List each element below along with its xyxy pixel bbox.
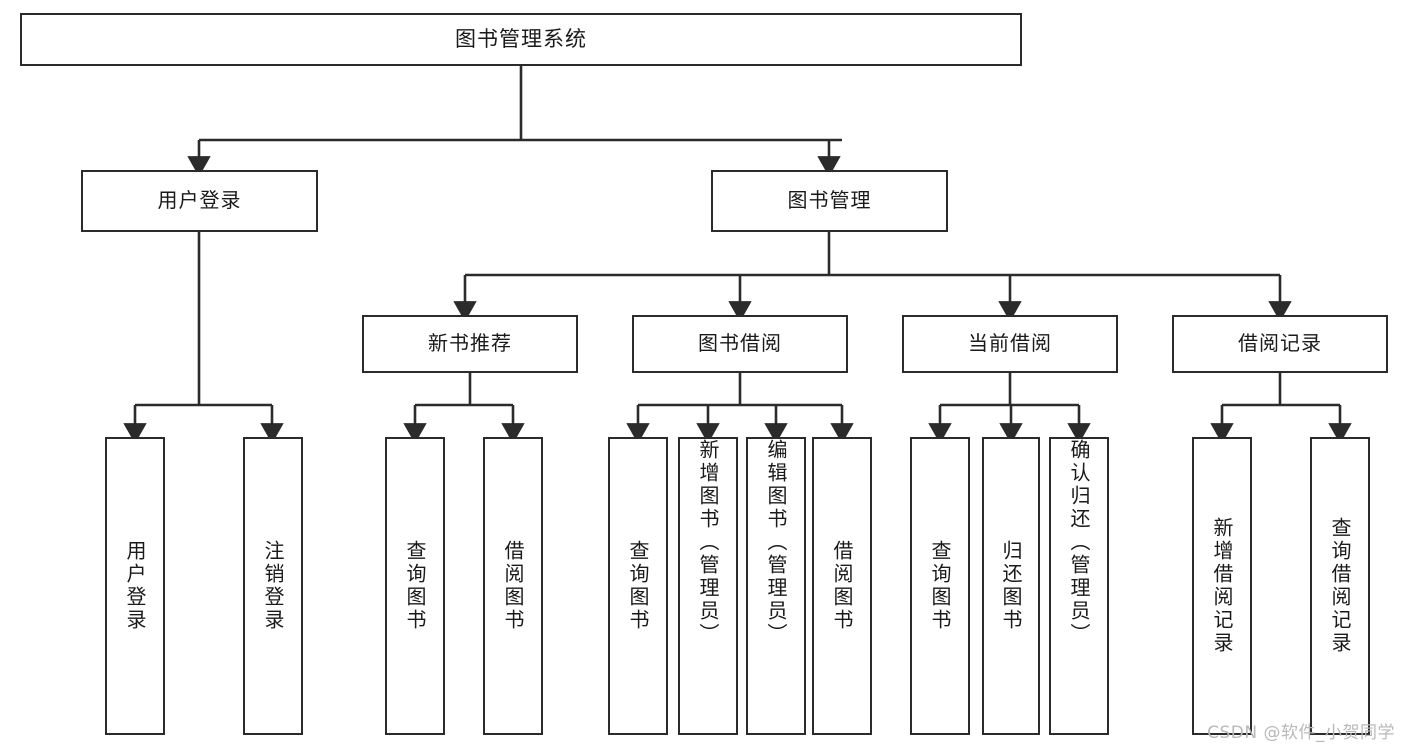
leaf-borrow-add-book-admin[interactable]: 新增图书（管理员） (678, 437, 738, 735)
leaf-logout[interactable]: 注销登录 (243, 437, 303, 735)
node-book-management-label: 图书管理 (787, 188, 872, 213)
node-book-management[interactable]: 图书管理 (711, 170, 948, 232)
leaf-user-login[interactable]: 用户登录 (105, 437, 165, 735)
leaf-newbook-borrow-book[interactable]: 借阅图书 (483, 437, 543, 735)
leaf-borrow-borrow-book[interactable]: 借阅图书 (812, 437, 872, 735)
leaf-newbook-query-book[interactable]: 查询图书 (385, 437, 445, 735)
watermark: CSDN @软件_小贺同学 (1207, 723, 1395, 743)
node-borrow-record[interactable]: 借阅记录 (1172, 315, 1388, 373)
node-book-borrow-label: 图书借阅 (698, 331, 782, 356)
node-user-login-label: 用户登录 (157, 188, 242, 213)
node-user-login[interactable]: 用户登录 (81, 170, 318, 232)
leaf-current-query-book-label: 查询图书 (928, 540, 952, 632)
node-current-borrow[interactable]: 当前借阅 (902, 315, 1118, 373)
node-new-book-recommend[interactable]: 新书推荐 (362, 315, 578, 373)
leaf-borrow-borrow-book-label: 借阅图书 (830, 540, 854, 632)
leaf-borrow-query-book[interactable]: 查询图书 (608, 437, 668, 735)
leaf-user-login-label: 用户登录 (123, 540, 147, 632)
leaf-borrow-edit-book-admin-label: 编辑图书（管理员） (764, 439, 788, 646)
node-root-label: 图书管理系统 (455, 27, 587, 52)
leaf-current-confirm-return-admin[interactable]: 确认归还（管理员） (1049, 437, 1109, 735)
node-borrow-record-label: 借阅记录 (1238, 331, 1322, 356)
node-new-book-recommend-label: 新书推荐 (428, 331, 512, 356)
leaf-newbook-borrow-book-label: 借阅图书 (501, 540, 525, 632)
node-book-borrow[interactable]: 图书借阅 (632, 315, 848, 373)
leaf-borrow-add-book-admin-label: 新增图书（管理员） (696, 439, 720, 646)
node-root[interactable]: 图书管理系统 (20, 13, 1022, 66)
leaf-current-return-book[interactable]: 归还图书 (982, 437, 1040, 735)
leaf-current-query-book[interactable]: 查询图书 (910, 437, 970, 735)
leaf-record-add-record[interactable]: 新增借阅记录 (1192, 437, 1252, 735)
leaf-borrow-query-book-label: 查询图书 (626, 540, 650, 632)
leaf-current-confirm-return-admin-label: 确认归还（管理员） (1067, 439, 1091, 646)
leaf-record-query-record-label: 查询借阅记录 (1328, 517, 1352, 655)
leaf-borrow-edit-book-admin[interactable]: 编辑图书（管理员） (746, 437, 806, 735)
node-current-borrow-label: 当前借阅 (968, 331, 1052, 356)
leaf-logout-label: 注销登录 (261, 540, 285, 632)
leaf-current-return-book-label: 归还图书 (999, 540, 1023, 632)
leaf-newbook-query-book-label: 查询图书 (403, 540, 427, 632)
leaf-record-query-record[interactable]: 查询借阅记录 (1310, 437, 1370, 735)
leaf-record-add-record-label: 新增借阅记录 (1210, 517, 1234, 655)
